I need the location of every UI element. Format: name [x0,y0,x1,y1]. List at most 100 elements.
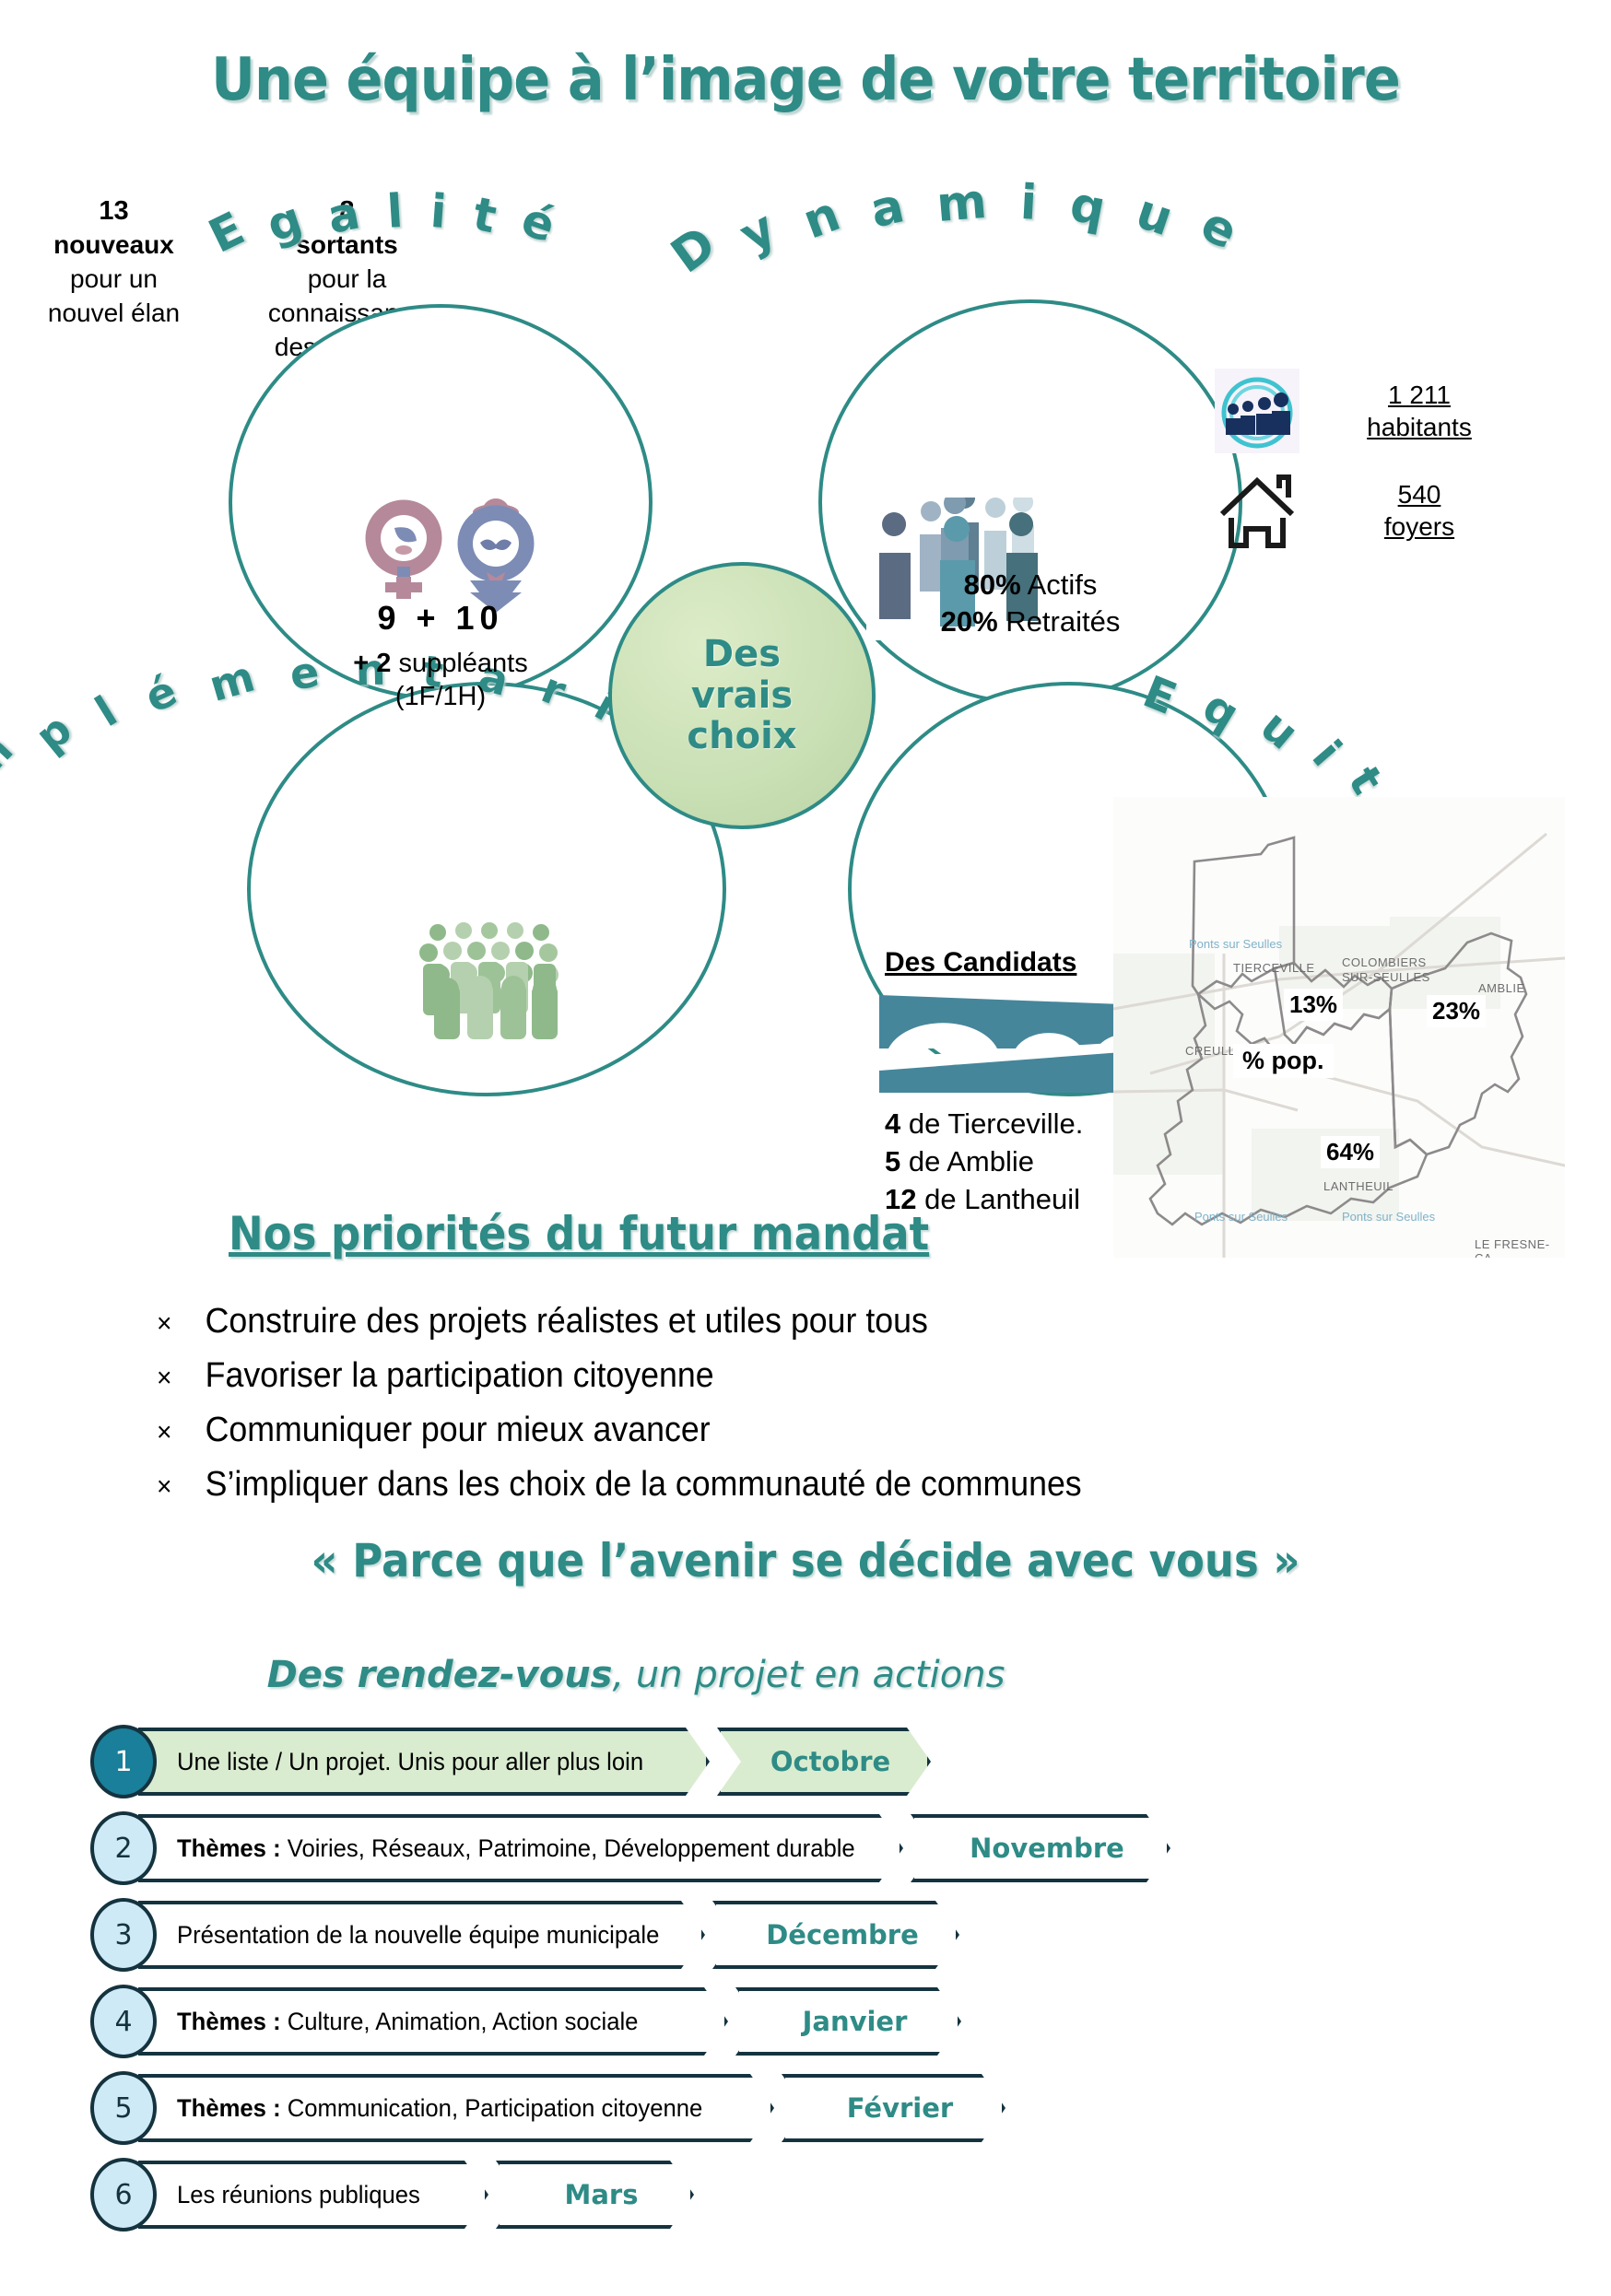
arc-letter: l [384,183,405,239]
map-place-label: CREULLY [1185,1044,1243,1058]
timeline-row[interactable]: 3 Présentation de la nouvelle équipe mun… [90,1892,1546,1979]
timeline-row[interactable]: 6 Les réunions publiques Mars [90,2152,1546,2239]
map-percentage: 23% [1427,995,1487,1027]
stat-text-habitants: 1 211 habitants [1320,379,1519,443]
timeline-bar: Une liste / Un projet. Unis pour aller p… [138,1728,710,1796]
timeline-month-chip: Décembre [712,1901,959,1969]
bullet-x-icon: × [157,1308,172,1339]
arc-letter: é [137,665,184,723]
arc-letter: D [661,216,726,285]
timeline-row[interactable]: 2 Thèmes : Voiries, Réseaux, Patrimoine,… [90,1806,1546,1892]
arc-letter: a [323,185,364,244]
priorities-heading: Nos priorités du futur mandat [229,1207,930,1260]
center-circle: Des vrais choix [608,562,876,829]
arc-letter: q [1065,176,1111,238]
timeline-month: Octobre [770,1746,891,1777]
timeline-month: Mars [564,2179,639,2210]
territory-map: TIERCEVILLE COLOMBIERS SUR-SEULLES AMBLI… [1113,797,1565,1258]
arc-letter: e [1193,196,1247,261]
timeline-text-rest: Les réunions publiques [177,2180,420,2208]
egalite-sub-rest: suppléants [391,649,528,678]
candidat-row: 12 de Lantheuil [885,1181,1198,1219]
timeline-month-chip: Octobre [717,1728,931,1796]
priority-text: Communiquer pour mieux avancer [205,1411,711,1449]
stat-value-foyers: 540 [1397,480,1441,509]
timeline-text-rest: Communication, Participation citoyenne [280,2093,703,2122]
male-gender-icon [457,498,535,613]
comp-left-bold: nouveaux [53,230,174,260]
arc-letter: l [87,685,126,737]
timeline-row[interactable]: 1 Une liste / Un projet. Unis pour aller… [90,1719,1546,1806]
arc-letter: y [731,200,785,264]
map-water-label: Ponts sur Seulles [1194,1210,1288,1224]
candidat-place: de Lantheuil [916,1182,1081,1215]
stat-row-habitants: 1 211 habitants [1215,369,1519,453]
timeline-text-rest: Une liste / Un projet. Unis pour aller p… [177,1747,644,1775]
timeline-bar: Thèmes : Voiries, Réseaux, Patrimoine, D… [138,1814,903,1882]
bullet-x-icon: × [157,1417,172,1447]
arc-letter: i [1018,174,1039,231]
dynamique-stats: 80% Actifs 20% Retraités [818,567,1242,641]
priority-item: × S’impliquer dans les choix de la commu… [157,1467,1413,1502]
petal-egalite [229,304,653,700]
timeline-month-chip: Mars [496,2161,694,2229]
map-percentage: 13% [1284,989,1344,1021]
timeline-text: Présentation de la nouvelle équipe munic… [142,1921,659,1950]
bullet-x-icon: × [157,1363,172,1393]
priority-item: × Favoriser la participation citoyenne [157,1358,1413,1393]
map-place-label: COLOMBIERS [1342,955,1427,969]
candidat-place: de Tierceville. [900,1107,1084,1140]
priority-text: Construire des projets réalistes et util… [205,1302,928,1341]
family-group-icon [1215,369,1299,453]
house-icon [1215,468,1299,553]
dynamique-stat1-value: 80% [963,568,1021,601]
timeline-row[interactable]: 4 Thèmes : Culture, Animation, Action so… [90,1979,1546,2066]
map-legend: % pop. [1233,1044,1334,1078]
candidat-count: 4 [885,1107,901,1140]
bullet-x-icon: × [157,1471,172,1502]
timeline: 1 Une liste / Un projet. Unis pour aller… [90,1719,1546,2239]
timeline-badge[interactable]: 3 [90,1898,157,1972]
campaign-quote: « Parce que l’avenir se décide avec vous… [311,1534,1300,1587]
dynamique-stat1-name: Actifs [1020,568,1098,601]
timeline-badge[interactable]: 4 [90,1985,157,2058]
center-line-2: vrais [690,674,794,717]
map-percentage: 64% [1321,1136,1381,1168]
timeline-badge[interactable]: 2 [90,1811,157,1885]
timeline-text: Thèmes : Culture, Animation, Action soci… [142,2008,638,2036]
candidat-count: 12 [885,1182,917,1215]
timeline-bar: Présentation de la nouvelle équipe munic… [138,1901,705,1969]
arc-letter: m [935,173,990,234]
timeline-bar: Les réunions publiques [138,2161,488,2229]
timeline-badge[interactable]: 5 [90,2071,157,2145]
arc-letter: é [514,192,562,253]
map-place-label: AMBLIE [1478,981,1525,995]
timeline-month-chip: Février [782,2074,1005,2142]
female-gender-icon [365,499,442,599]
timeline-text-bold: Thèmes : [177,2007,281,2035]
timeline-badge[interactable]: 6 [90,2158,157,2232]
timeline-month: Novembre [970,1833,1124,1864]
map-place-label: TIERCEVILLE [1233,961,1315,975]
gender-icons [359,498,544,613]
arc-letter: u [1251,699,1309,760]
timeline-text-bold: Thèmes : [177,2093,281,2122]
candidat-place: de Amblie [900,1144,1035,1177]
priority-item: × Communiquer pour mieux avancer [157,1412,1413,1447]
arc-letter: u [1129,183,1181,248]
comp-left-number: 13 [99,196,129,226]
timeline-row[interactable]: 5 Thèmes : Communication, Participation … [90,2066,1546,2152]
timeline-text-rest: Culture, Animation, Action sociale [280,2007,639,2035]
timeline-heading: Des rendez-vous, un projet en actions [0,1654,1272,1696]
comp-left-line1: pour un [70,264,158,294]
timeline-month: Février [846,2092,954,2124]
dynamique-stat2-name: Retraités [997,605,1121,638]
stat-text-foyers: 540 foyers [1320,478,1519,543]
map-place-label: LE FRESNE-CA [1475,1237,1550,1258]
arc-letter: a [865,178,910,240]
timeline-badge[interactable]: 1 [90,1725,157,1798]
timeline-text-rest: Présentation de la nouvelle équipe munic… [177,1920,660,1949]
timeline-text: Thèmes : Voiries, Réseaux, Patrimoine, D… [142,1834,855,1863]
complementarite-left: 13 nouveaux pour un nouvel élan [0,193,228,365]
